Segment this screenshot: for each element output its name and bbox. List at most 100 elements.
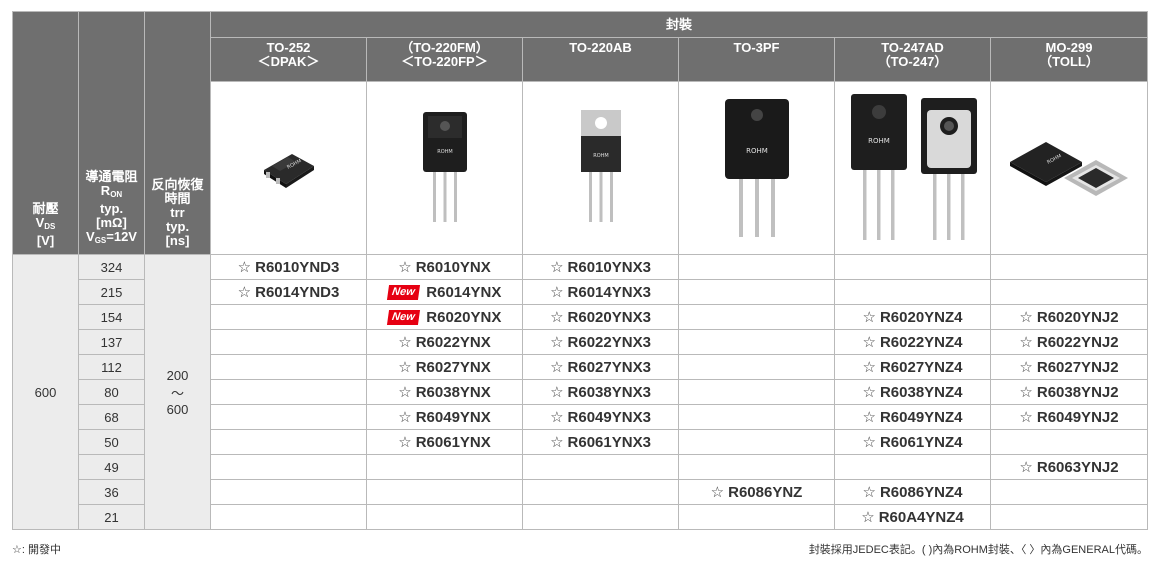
part-cell: ☆R6049YNX3 bbox=[522, 404, 679, 430]
part-cell: ☆R6061YNX bbox=[366, 429, 523, 455]
package-group-header: 封裝 bbox=[209, 11, 1149, 38]
part-cell: ☆R6049YNZ4 bbox=[834, 404, 991, 430]
part-cell: ☆R6022YNX bbox=[366, 329, 523, 355]
part-number-link[interactable]: R6010YND3 bbox=[255, 259, 340, 276]
ron-header: 導通電阻 RON typ. [mΩ] VGS=12V bbox=[78, 11, 145, 255]
part-number-link[interactable]: R6049YNX bbox=[415, 409, 491, 426]
package-header: MO-299（TOLL） bbox=[989, 37, 1149, 82]
star-icon: ☆ bbox=[550, 334, 564, 351]
part-cell bbox=[210, 379, 367, 405]
star-icon: ☆ bbox=[398, 259, 412, 276]
ron-value: 36 bbox=[78, 479, 145, 505]
part-number-link[interactable]: R6022YNJ2 bbox=[1036, 334, 1119, 351]
package-header: TO-220AB bbox=[522, 37, 679, 82]
footnote-legend: ☆: 開發中 bbox=[12, 544, 61, 556]
star-icon: ☆ bbox=[398, 359, 412, 376]
ron-value: 49 bbox=[78, 454, 145, 480]
part-number-link[interactable]: R6027YNX3 bbox=[567, 359, 651, 376]
part-number-link[interactable]: R6063YNJ2 bbox=[1036, 459, 1119, 476]
part-cell bbox=[678, 354, 835, 380]
part-cell bbox=[678, 454, 835, 480]
ron-value: 112 bbox=[78, 354, 145, 380]
ron-value: 50 bbox=[78, 429, 145, 455]
part-number-link[interactable]: R6020YNJ2 bbox=[1036, 309, 1119, 326]
star-icon: ☆ bbox=[398, 434, 412, 451]
part-number-link[interactable]: R6061YNZ4 bbox=[879, 434, 963, 451]
svg-text:ROHM: ROHM bbox=[437, 149, 452, 155]
part-cell bbox=[678, 429, 835, 455]
part-number-link[interactable]: R6022YNX bbox=[415, 334, 491, 351]
part-cell: ☆R60A4YNZ4 bbox=[834, 504, 991, 530]
part-cell bbox=[366, 454, 523, 480]
part-cell bbox=[210, 504, 367, 530]
star-icon: ☆ bbox=[862, 409, 876, 426]
trr-header: 反向恢復 時間 trr typ. [ns] bbox=[144, 11, 211, 255]
part-number-link[interactable]: R6061YNX bbox=[415, 434, 491, 451]
part-number-link[interactable]: R6086YNZ bbox=[728, 484, 803, 501]
part-number-link[interactable]: R6014YNX3 bbox=[567, 284, 651, 301]
part-number-link[interactable]: R6010YNX3 bbox=[567, 259, 651, 276]
part-cell: ☆R6049YNX bbox=[366, 404, 523, 430]
part-number-link[interactable]: R6010YNX bbox=[415, 259, 491, 276]
package-header: TO-247AD（TO-247） bbox=[834, 37, 991, 82]
ron-value: 154 bbox=[78, 304, 145, 330]
part-cell bbox=[366, 479, 523, 505]
part-cell: ☆R6061YNZ4 bbox=[834, 429, 991, 455]
package-header: TO-252＜DPAK＞ bbox=[210, 37, 367, 82]
part-number-link[interactable]: R6020YNX bbox=[426, 308, 502, 326]
part-number-link[interactable]: R6061YNX3 bbox=[567, 434, 651, 451]
part-cell: ☆R6061YNX3 bbox=[522, 429, 679, 455]
star-icon: ☆ bbox=[861, 509, 875, 526]
star-icon: ☆ bbox=[862, 334, 876, 351]
dpak-image: ROHM bbox=[210, 81, 367, 255]
part-number-link[interactable]: R6022YNZ4 bbox=[879, 334, 963, 351]
part-cell: ☆R6014YNX3 bbox=[522, 279, 679, 305]
part-cell bbox=[210, 479, 367, 505]
part-number-link[interactable]: R6014YNX bbox=[426, 283, 502, 301]
star-icon: ☆ bbox=[550, 409, 564, 426]
star-icon: ☆ bbox=[550, 309, 564, 326]
part-number-link[interactable]: R6038YNJ2 bbox=[1036, 384, 1119, 401]
part-number-link[interactable]: R6014YND3 bbox=[255, 284, 340, 301]
part-number-link[interactable]: R6020YNZ4 bbox=[879, 309, 963, 326]
footnote-package-note: 封裝採用JEDEC表記。( )內為ROHM封裝、〈 〉內為GENERAL代碼。 bbox=[808, 544, 1148, 556]
part-cell: ☆R6038YNX3 bbox=[522, 379, 679, 405]
toll-image: ROHM bbox=[989, 81, 1149, 255]
part-cell bbox=[366, 504, 523, 530]
to220fm-image: ROHM bbox=[366, 81, 523, 255]
star-icon: ☆ bbox=[862, 484, 876, 501]
part-number-link[interactable]: R6022YNX3 bbox=[567, 334, 651, 351]
part-number-link[interactable]: R6020YNX3 bbox=[567, 309, 651, 326]
part-number-link[interactable]: R6049YNJ2 bbox=[1036, 409, 1119, 426]
part-cell bbox=[210, 454, 367, 480]
package-header: （TO-220FM）＜TO-220FP＞ bbox=[366, 37, 523, 82]
part-cell bbox=[678, 279, 835, 305]
star-icon: ☆ bbox=[710, 484, 725, 501]
svg-text:ROHM: ROHM bbox=[868, 137, 890, 145]
part-cell bbox=[210, 429, 367, 455]
part-number-link[interactable]: R6038YNX bbox=[415, 384, 491, 401]
star-icon: ☆ bbox=[1019, 384, 1033, 401]
part-number-link[interactable]: R6086YNZ4 bbox=[879, 484, 963, 501]
ron-value: 80 bbox=[78, 379, 145, 405]
part-number-link[interactable]: R6038YNX3 bbox=[567, 384, 651, 401]
svg-text:ROHM: ROHM bbox=[746, 147, 768, 155]
table-row: 68☆R6049YNX☆R6049YNX3☆R6049YNZ4☆R6049YNJ… bbox=[13, 404, 1149, 430]
vds-value: 600 bbox=[12, 254, 79, 530]
part-cell: ☆R6049YNJ2 bbox=[989, 404, 1149, 430]
part-number-link[interactable]: R60A4YNZ4 bbox=[878, 509, 964, 526]
part-cell: ☆R6027YNJ2 bbox=[989, 354, 1149, 380]
part-number-link[interactable]: R6049YNZ4 bbox=[879, 409, 963, 426]
ron-value: 324 bbox=[78, 254, 145, 280]
part-number-link[interactable]: R6038YNZ4 bbox=[879, 384, 963, 401]
star-icon: ☆ bbox=[550, 259, 564, 276]
part-number-link[interactable]: R6049YNX3 bbox=[567, 409, 651, 426]
vds-header: 耐壓 VDS [V] bbox=[12, 11, 79, 255]
part-number-link[interactable]: R6027YNZ4 bbox=[879, 359, 963, 376]
part-number-link[interactable]: R6027YNX bbox=[415, 359, 491, 376]
star-icon: ☆ bbox=[1019, 309, 1033, 326]
part-number-link[interactable]: R6027YNJ2 bbox=[1036, 359, 1119, 376]
